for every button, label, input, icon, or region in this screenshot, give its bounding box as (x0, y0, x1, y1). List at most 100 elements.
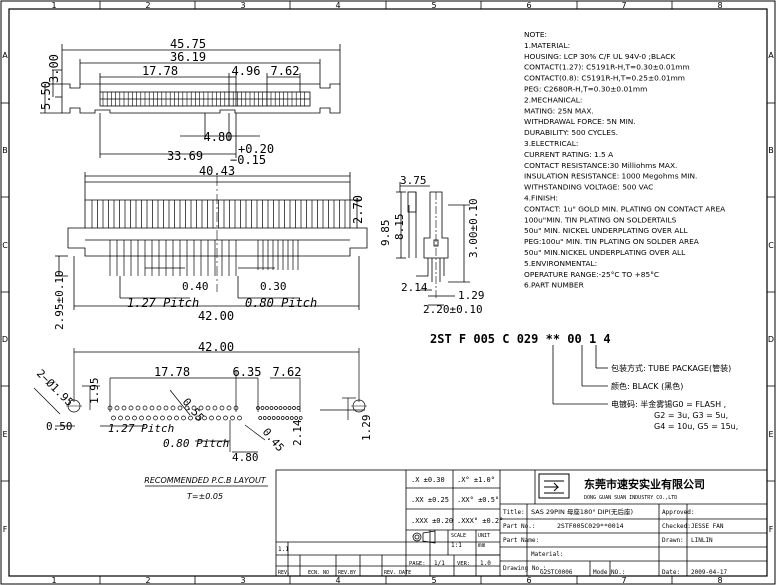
svg-text:.XX ±0.25: .XX ±0.25 (411, 496, 449, 504)
note-line: NOTE: (524, 30, 547, 39)
pcb-hole (163, 405, 169, 411)
svg-text:REV.BY: REV.BY (338, 570, 356, 576)
pcb-hole (223, 415, 228, 421)
pages-value: 1/1 (434, 560, 445, 567)
pcb-hole (114, 405, 120, 411)
svg-text:Approved:: Approved: (662, 509, 695, 516)
title-block (275, 469, 768, 577)
pcb-hole (142, 405, 148, 411)
pcb-hole (156, 405, 162, 411)
svg-text:Part No.:: Part No.: (503, 523, 536, 530)
pcb-hole (278, 406, 283, 410)
pcb-view-dims: 42.00 17.78 6.35 7.62 2−Ø1.95 1.95 0.55 … (34, 340, 373, 464)
svg-text:5: 5 (431, 1, 436, 10)
pcb-hole (118, 415, 123, 421)
pcb-hole (276, 416, 281, 420)
dim-9-85: 9.85 (379, 220, 392, 247)
dim-1-27-pitch: 1.27 Pitch (127, 296, 199, 310)
version-value: 1.0 (480, 560, 491, 567)
svg-text:Drawn:: Drawn: (662, 537, 684, 544)
pcb-hole (216, 415, 221, 421)
pcb-hole (258, 416, 263, 420)
pcb-hole (294, 416, 299, 420)
pcb-view (33, 348, 367, 453)
pcb-hole (128, 405, 134, 411)
pcb-hole (271, 416, 276, 420)
drawing-date: 2009-04-17 (691, 569, 728, 576)
pcb-hole (188, 415, 193, 421)
svg-text:1: 1 (51, 1, 56, 10)
note-line: 5.ENVIRONMENTAL: (524, 259, 597, 268)
svg-text:4: 4 (335, 1, 340, 10)
svg-text:5: 5 (431, 576, 436, 585)
svg-text:2: 2 (145, 576, 150, 585)
pcb-hole (287, 406, 292, 410)
drawing-title: SAS 29PIN 母座180° DIP(无后座) (531, 507, 633, 516)
dim-0-50: 0.50 (46, 420, 73, 433)
svg-text:Mode NO.:: Mode NO.: (593, 569, 626, 576)
company-name: 东莞市速安实业有限公司 (584, 477, 705, 491)
dim-1-29: 1.29 (458, 289, 485, 302)
dim-3-00-tol: 3.00±0.10 (467, 198, 480, 258)
pcb-hole (153, 415, 158, 421)
svg-text:Drawing No.:: Drawing No.: (503, 565, 546, 572)
pcb-tolerance: T=±0.05 (187, 492, 223, 501)
svg-text:8: 8 (717, 1, 722, 10)
front-view-dims: 40.43 2.70 2.95±0.10 0.40 0.30 1.27 Pitc… (53, 164, 365, 330)
note-line: CONTACT: 1u" GOLD MIN. PLATING ON CONTAC… (524, 204, 725, 213)
drawn-by: LINLIN (691, 537, 713, 544)
dim-40-43: 40.43 (199, 164, 235, 178)
dim-33-69: 33.69 (167, 149, 203, 163)
pcb-hole (298, 416, 303, 420)
dim-1-95: 1.95 (88, 378, 101, 405)
dim-36-19: 36.19 (170, 50, 206, 64)
pcb-hole (292, 406, 296, 410)
svg-text:.XXX° ±0.2°: .XXX° ±0.2° (457, 517, 503, 525)
svg-text:REV. DATE: REV. DATE (384, 570, 411, 576)
scale-value: 1:1 (451, 542, 462, 549)
dim-0-40: 0.40 (182, 280, 209, 293)
pcb-hole (260, 406, 265, 410)
dim-2-14: 2.14 (401, 281, 428, 294)
front-view (55, 172, 368, 310)
note-line: 100u"MIN. TIN PLATING ON SOLDERTAILS (524, 215, 677, 224)
svg-text:.X ±0.30: .X ±0.30 (411, 476, 445, 484)
svg-text:.X° ±1.0°: .X° ±1.0° (457, 476, 495, 484)
note-line: HOUSING: LCP 30% C/F UL 94V-0 ;BLACK (524, 52, 675, 61)
svg-text:Title:: Title: (503, 509, 525, 516)
svg-text:Material:: Material: (531, 551, 564, 558)
pcb-hole (170, 405, 176, 411)
pcb-hole (121, 405, 127, 411)
svg-text:B: B (2, 146, 8, 155)
note-line: CONTACT RESISTANCE:30 Milliohms MAX. (524, 161, 677, 170)
svg-text:D: D (2, 335, 8, 344)
svg-text:F: F (3, 525, 8, 534)
dim-0-80-pitch: 0.80 Pitch (245, 296, 317, 310)
dim-6-35: 6.35 (233, 365, 262, 379)
notes: NOTE:1.MATERIAL: HOUSING: LCP 30% C/F UL… (524, 30, 725, 290)
note-line: CONTACT(0.8): C5191R-H,T=0.25±0.01mm (524, 74, 685, 83)
svg-text:D: D (768, 335, 774, 344)
part-number: 2STF005C029**0014 (557, 522, 624, 530)
note-line: CURRENT RATING: 1.5 A (524, 150, 613, 159)
pcb-hole (139, 415, 144, 421)
title-block-text: .X ±0.30 .X° ±1.0° .XX ±0.25 .XX° ±0.5° … (278, 476, 728, 576)
pcb-hole (177, 405, 183, 411)
dim-tol-minus: −0.15 (230, 153, 266, 167)
svg-text:.XX° ±0.5°: .XX° ±0.5° (457, 496, 499, 504)
pcb-hole (198, 405, 204, 411)
pcb-hole (111, 415, 116, 421)
dim-0-45: 0.45 (260, 426, 287, 455)
svg-text:E: E (768, 430, 773, 439)
svg-text:VER:: VER: (457, 561, 470, 567)
pcb-hole (149, 405, 155, 411)
side-view (396, 182, 470, 306)
pcb-hole (280, 416, 285, 420)
dim-2-20: 2.20±0.10 (423, 303, 483, 316)
dim-42-00: 42.00 (198, 309, 234, 323)
dim-7-62-pcb: 7.62 (273, 365, 302, 379)
pcb-hole (283, 406, 287, 410)
svg-text:.XXX ±0.20: .XXX ±0.20 (411, 517, 453, 525)
pcb-hole (195, 415, 200, 421)
